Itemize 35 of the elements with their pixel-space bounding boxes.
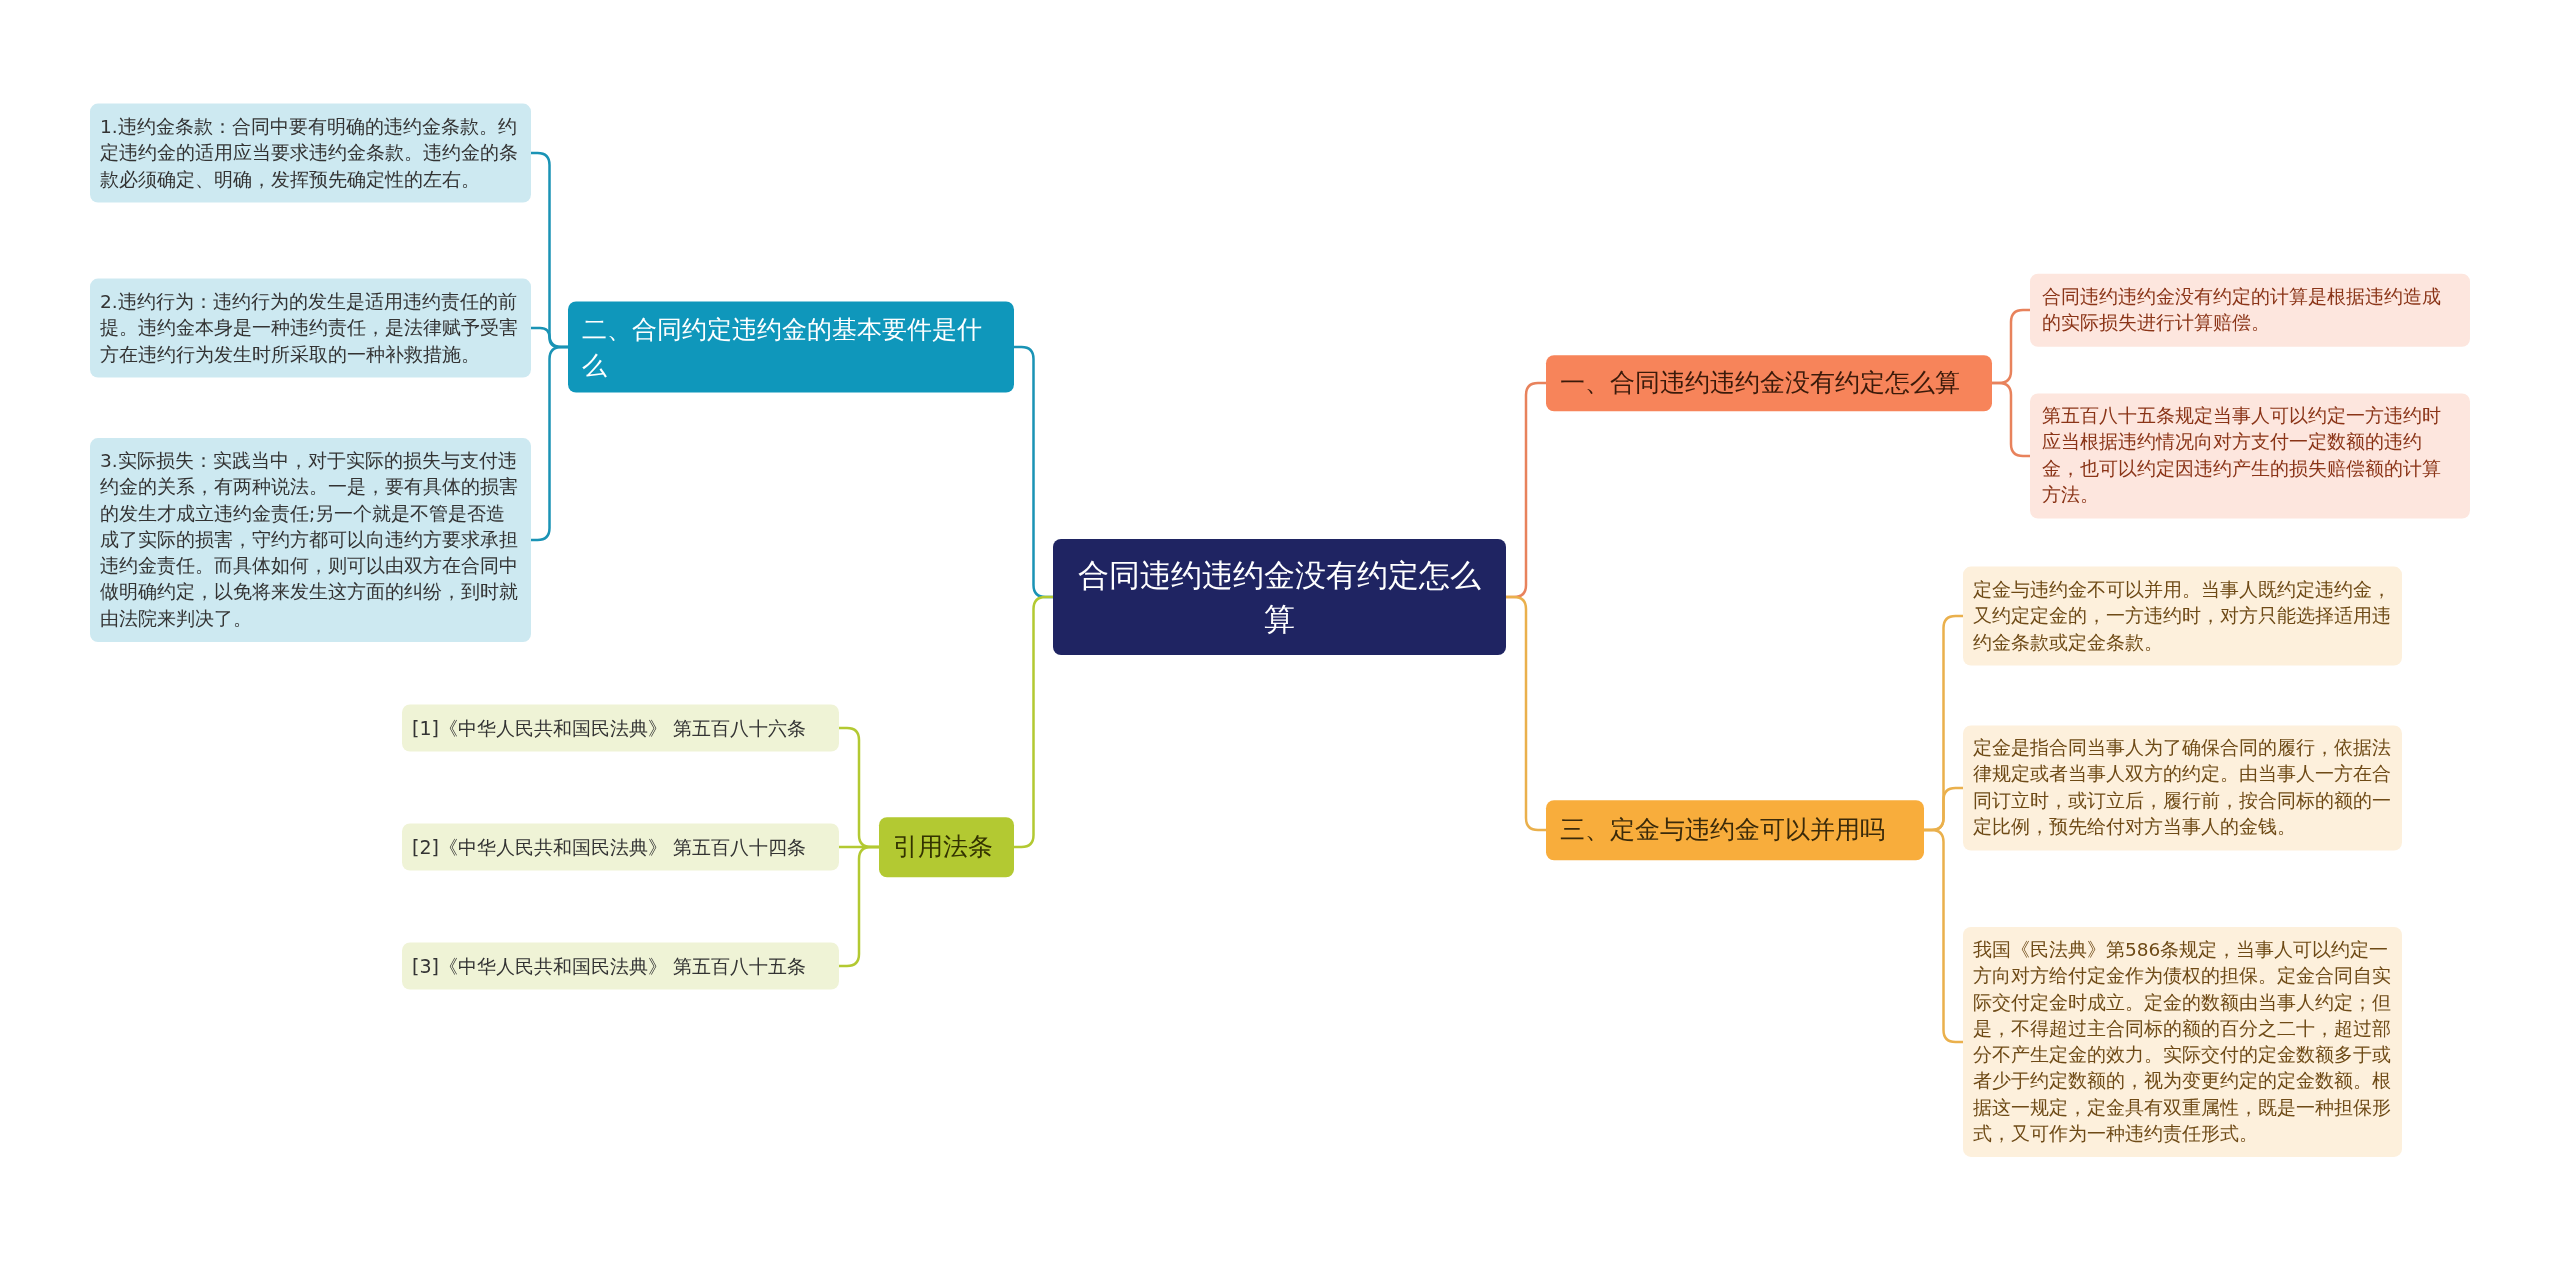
note-text: 第五百八十五条规定当事人可以约定一方违约时应当根据违约情况向对方支付一定数额的违约金，也可以约定因违约产生的损失赔偿额的计算方法。 [2042,404,2442,508]
connector-line [1992,381,2030,458]
note-text: 3.实际损失：实践当中，对于实际的损失与支付违约金的关系，有两种说法。一是，要有具体的损害的发生才成立违约金责任;另一个就是不管是否造成了实际的损害，守约方都可以向违约方要求承担违约金责任。而具体如何，则可以由双方在合同中做明确约定，以免将来发生这方面的纠纷，到时就由法院来判决了。 [100,449,519,631]
topic-text: 二、合同约定违约金的基本要件是什么 [582,313,983,381]
leaf-note-box [90,278,531,378]
leaf-note-box [90,103,531,203]
central-topic-text: 合同违约违约金没有约定怎么算 [1077,556,1482,639]
connector-line [1506,595,1546,832]
note-text: 合同违约违约金没有约定的计算是根据违约造成的实际损失进行计算赔偿。 [2042,284,2442,335]
central-topic-box [1053,539,1506,655]
leaf-note-box [402,823,839,871]
note-text: [3]《中华人民共和国民法典》 第五百八十五条 [412,953,807,979]
note-text: 定金与违约金不可以并用。当事人既约定违约金，又约定定金的，一方违约时，对方只能选择适用违约金条款或定金条款。 [1973,577,2392,655]
leaf-note-box [1963,725,2402,851]
leaf-note-box [402,704,839,752]
topic-text: 三、定金与违约金可以并用吗 [1560,814,1886,847]
note-text: 定金是指合同当事人为了确保合同的履行，依据法律规定或者当事人双方的约定。由当事人一方在合同订立时，或订立后，履行前，按合同标的额的一定比例，预先给付对方当事人的金钱。 [1973,736,2392,840]
note-text: 2.违约行为：违约行为的发生是适用违约责任的前提。违约金本身是一种违约责任，是法律赋予受害方在违约行为发生时所采取的一种补救措施。 [100,289,519,367]
note-text: [2]《中华人民共和国民法典》 第五百八十四条 [412,834,807,860]
connector-line [531,345,568,542]
branch-topic-box [1546,355,1992,411]
leaf-note-box [402,942,839,990]
leaf-note-box [2030,393,2470,519]
connector-line [839,845,879,968]
branch-topic-box [1546,800,1924,860]
branch-topic-box [879,817,1014,877]
topic-text: 一、合同违约违约金没有约定怎么算 [1560,367,1961,400]
note-text: 我国《民法典》第586条规定，当事人可以约定一方向对方给付定金作为债权的担保。定金合同自实际交付定金时成立。定金的数额由当事人约定；但是，不得超过主合同标的额的百分之二十，超过部分不产生定金的效力。实际交付的定金数额多于或者少于约定数额的，视为变更约定的定金数额。根据这一规定，定金具有双重属性，既是一种担保形式，又可作为一种违约责任形式。 [1973,937,2392,1146]
branch-topic-box [568,301,1014,393]
leaf-note-box [1963,566,2402,666]
note-text: 1.违约金条款：合同中要有明确的违约金条款。约定违约金的适用应当要求违约金条款。违约金的条款必须确定、明确，发挥预先确定性的左右。 [100,114,519,192]
topic-text: 引用法条 [893,831,994,864]
note-text: [1]《中华人民共和国民法典》 第五百八十六条 [412,715,807,741]
leaf-note-box [90,438,531,642]
leaf-note-box [2030,273,2470,347]
